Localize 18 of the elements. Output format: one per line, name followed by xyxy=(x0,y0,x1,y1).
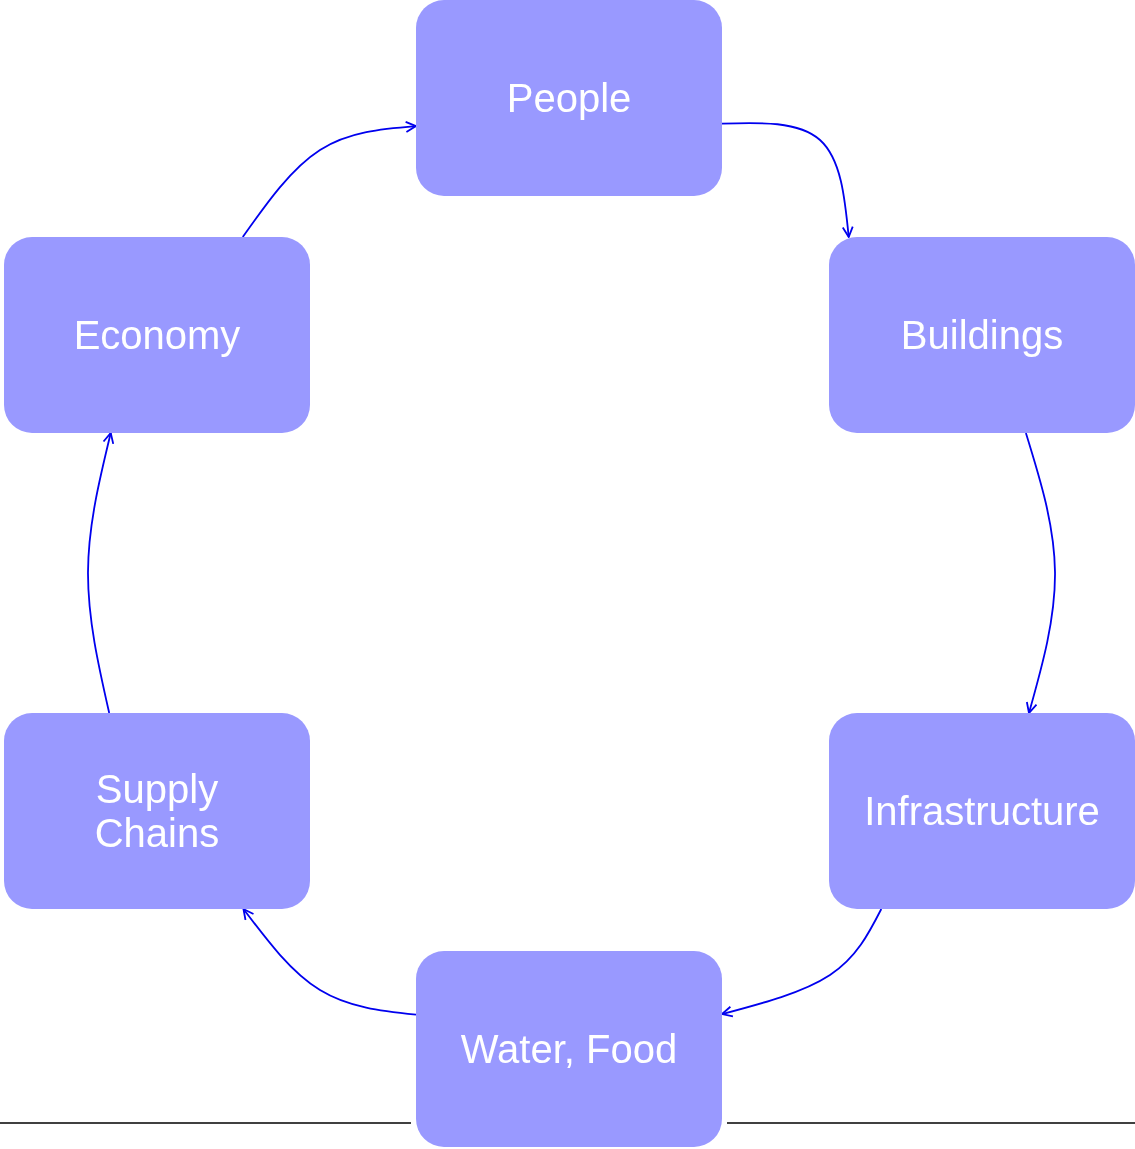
arrow xyxy=(241,121,417,238)
process-box xyxy=(4,237,310,433)
node-label: Infrastructure xyxy=(864,789,1100,833)
process-box xyxy=(416,0,722,196)
node-label: Buildings xyxy=(900,313,1064,357)
arrow xyxy=(242,908,417,1016)
process-box xyxy=(416,951,722,1147)
process-box xyxy=(829,237,1135,433)
node-label: People xyxy=(506,76,632,120)
arrow xyxy=(721,122,854,238)
arrow xyxy=(721,908,883,1018)
arrow xyxy=(1025,432,1056,714)
process-box xyxy=(829,713,1135,909)
process-box xyxy=(4,713,310,909)
arrow xyxy=(87,432,115,714)
node-label: Economy xyxy=(73,313,241,357)
node-label: Water, Food xyxy=(460,1027,678,1071)
node-label: Supply Chains xyxy=(93,767,221,855)
